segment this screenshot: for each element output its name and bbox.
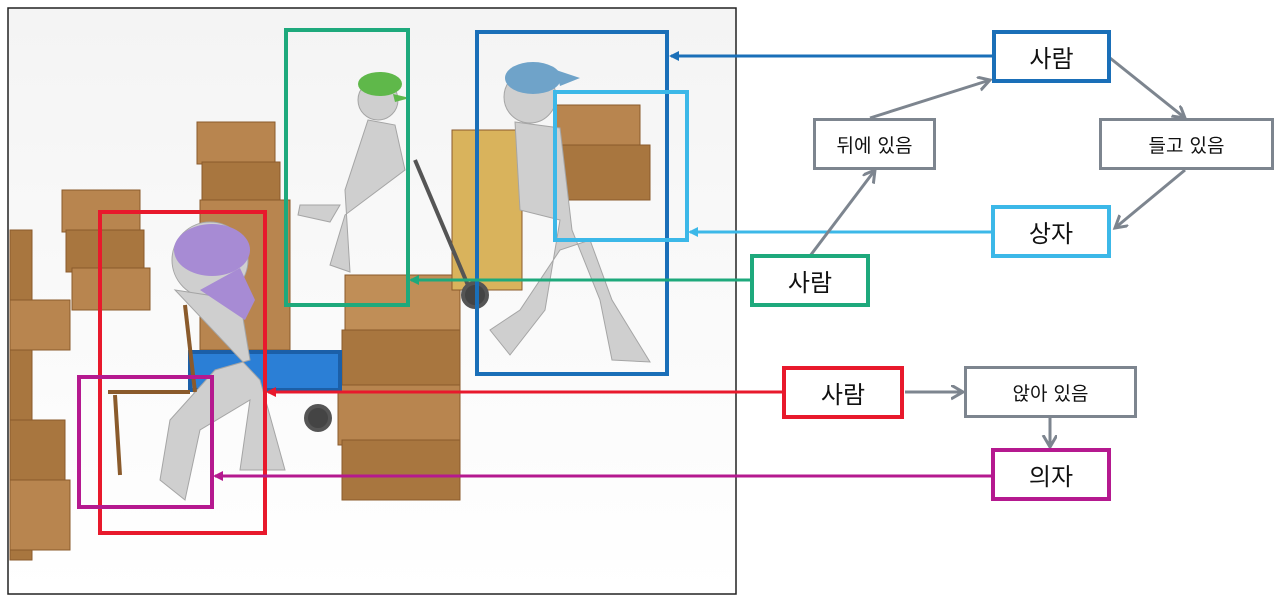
bbox-person-red [98,210,267,535]
edge-behind-person [869,80,990,120]
node-sitting: 앉아 있음 [964,366,1137,418]
node-box: 상자 [991,205,1111,258]
bbox-box [553,90,689,242]
bbox-person-green [284,28,410,307]
node-holding: 들고 있음 [1099,118,1274,170]
node-person-green: 사람 [750,254,870,307]
caps [174,62,580,320]
edge-person-holding [1109,56,1185,118]
node-chair: 의자 [991,448,1111,501]
node-person-red: 사람 [782,366,904,419]
edge-holding-box [1115,168,1186,228]
bbox-person-blue [475,30,669,376]
edge-person-behind [808,170,875,257]
node-person-blue: 사람 [992,30,1111,83]
bbox-chair [77,375,214,509]
node-behind: 뒤에 있음 [813,118,936,170]
